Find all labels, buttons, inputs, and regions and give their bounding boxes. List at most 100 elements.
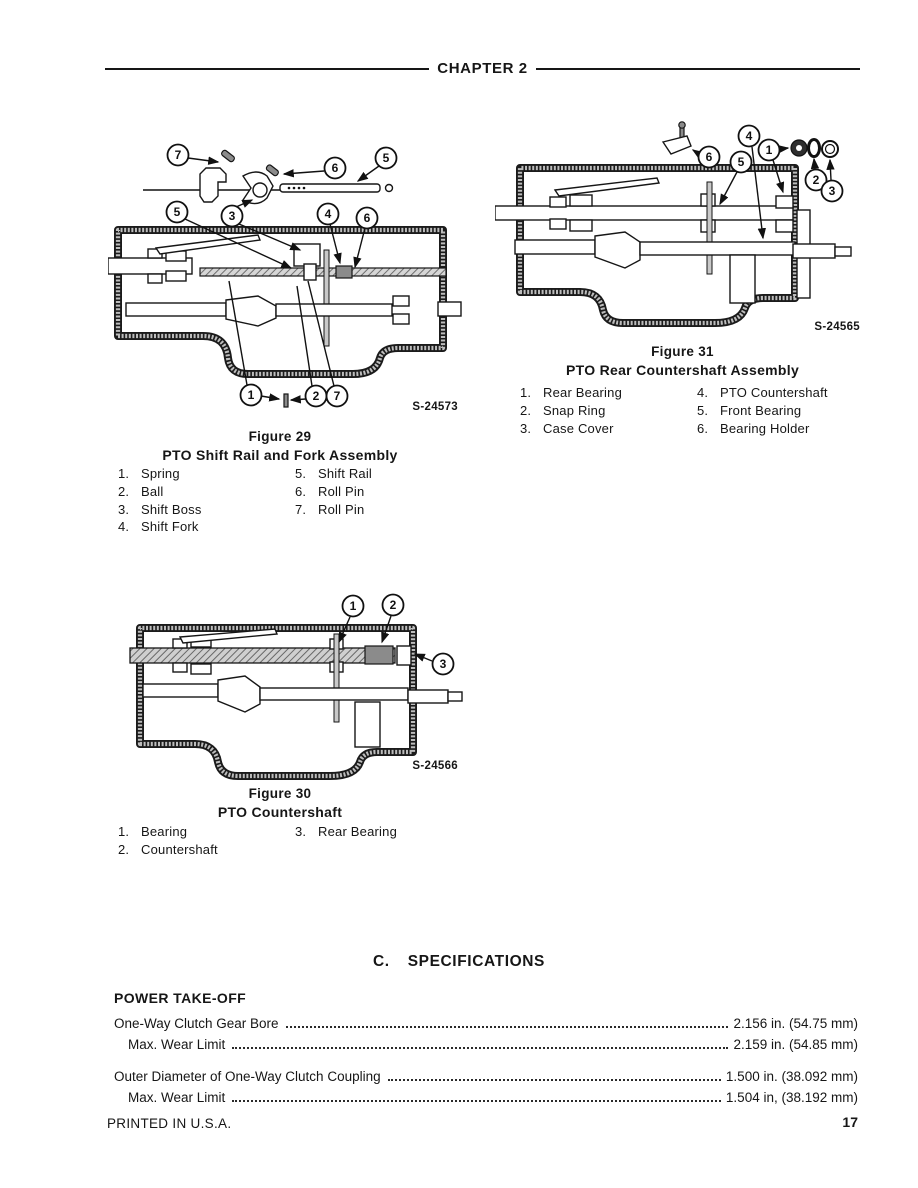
legend-item-number: 5. bbox=[295, 466, 307, 481]
figure-31-subtitle: PTO Rear Countershaft Assembly bbox=[565, 362, 800, 378]
legend-item: 5.Shift Rail bbox=[295, 466, 372, 484]
spec-value: 1.500 in. (38.092 mm) bbox=[725, 1069, 858, 1084]
legend-item: 6.Roll Pin bbox=[295, 484, 372, 502]
legend-item-label: Bearing Holder bbox=[720, 420, 810, 436]
gear-block bbox=[729, 254, 756, 304]
spec-leader bbox=[387, 1079, 721, 1081]
fork-hub bbox=[252, 182, 268, 198]
callout-number: 7 bbox=[175, 148, 182, 162]
legend-item: 4.PTO Countershaft bbox=[697, 385, 828, 403]
lever-arm bbox=[154, 234, 261, 255]
legend-item-label: Ball bbox=[141, 483, 164, 499]
output-shaft bbox=[437, 301, 462, 317]
legend-item-number: 1. bbox=[520, 385, 532, 400]
specifications-rows: One-Way Clutch Gear Bore 2.156 in. (54.7… bbox=[114, 1016, 858, 1111]
figure-31-leaders bbox=[691, 145, 835, 240]
legend-item-number: 6. bbox=[697, 420, 709, 436]
gear-case bbox=[129, 624, 463, 780]
legend-item-number: 5. bbox=[697, 402, 709, 418]
figure-31-caption: Figure 31 PTO Rear Countershaft Assembly bbox=[520, 344, 845, 378]
shift-rail bbox=[279, 183, 381, 193]
spec-label: Outer Diameter of One-Way Clutch Couplin… bbox=[114, 1069, 381, 1084]
bearing-holder-clamp bbox=[661, 135, 692, 155]
callout-circle: 6 bbox=[323, 156, 347, 180]
exploded-parts bbox=[661, 121, 839, 158]
legend-item: 5. Front Bearing bbox=[697, 403, 828, 421]
gear-shaft-vertical bbox=[706, 181, 713, 275]
spec-value: 2.159 in. (54.85 mm) bbox=[733, 1037, 858, 1052]
roll-pin-6 bbox=[265, 164, 279, 177]
legend-item-label: Front Bearing bbox=[720, 402, 802, 418]
legend-item-number: 2. bbox=[118, 841, 130, 857]
callout-number: 2 bbox=[390, 598, 397, 612]
spec-row: Max. Wear Limit 1.504 in, (38.192 mm) bbox=[114, 1090, 858, 1111]
callout-circle: 1 bbox=[757, 138, 781, 162]
legend-item-number: 4. bbox=[118, 519, 130, 535]
legend-item-label: Rear Bearing bbox=[318, 824, 397, 839]
spec-label: One-Way Clutch Gear Bore bbox=[114, 1016, 279, 1031]
figure-29-caption: Figure 29 PTO Shift Rail and Fork Assemb… bbox=[115, 429, 445, 463]
figure-30-callouts: 1 2 3 bbox=[341, 593, 455, 676]
figure-30-title: Figure 30 bbox=[248, 786, 312, 801]
figure-29-title: Figure 29 bbox=[248, 429, 312, 444]
callout-circle: 2 bbox=[381, 593, 405, 617]
figure-30-subtitle: PTO Countershaft bbox=[217, 804, 343, 820]
legend-item: 2.Snap Ring bbox=[520, 403, 697, 421]
legend-item: 4.Shift Fork bbox=[118, 519, 295, 537]
legend-item: 1.Rear Bearing bbox=[520, 385, 697, 403]
callout-circle: 6 bbox=[697, 145, 721, 169]
spec-label: Max. Wear Limit bbox=[128, 1090, 226, 1105]
legend-item-number: 6. bbox=[295, 483, 307, 499]
spec-leader bbox=[232, 1047, 729, 1049]
callout-number: 5 bbox=[174, 205, 181, 219]
callout-number: 2 bbox=[813, 173, 820, 187]
figure-31-drawing: 6 5 4 1 2 3 bbox=[495, 121, 852, 327]
detent-ball bbox=[384, 183, 394, 193]
legend-item-label: Roll Pin bbox=[318, 501, 365, 517]
gear-shaft-vertical bbox=[323, 249, 330, 347]
figure-31-ref: S-24565 bbox=[814, 321, 860, 333]
legend-item-number: 1. bbox=[118, 466, 130, 481]
callout-circle: 1 bbox=[239, 383, 263, 407]
detent-pin bbox=[283, 393, 289, 408]
figure-30-caption: Figure 30 PTO Countershaft bbox=[115, 786, 445, 820]
legend-item: 2.Countershaft bbox=[118, 842, 295, 860]
shift-rail-installed bbox=[199, 267, 447, 277]
callout-circle: 5 bbox=[165, 200, 189, 224]
callout-number: 5 bbox=[383, 151, 390, 165]
legend-item: 2.Ball bbox=[118, 484, 295, 502]
legend-item-number: 3. bbox=[118, 501, 130, 517]
callout-circle: 1 bbox=[341, 594, 365, 618]
figure-29-drawing: 7 6 5 5 3 4 6 1 2 7 bbox=[108, 143, 462, 408]
figure-30-leaders bbox=[338, 615, 433, 662]
callout-number: 2 bbox=[313, 389, 320, 403]
pto-countershaft bbox=[639, 241, 796, 256]
callout-number: 6 bbox=[364, 211, 371, 225]
callout-number: 4 bbox=[746, 129, 753, 143]
callout-number: 7 bbox=[334, 389, 341, 403]
legend-item: 6. Bearing Holder bbox=[697, 421, 828, 439]
legend-item-number: 2. bbox=[520, 402, 532, 418]
callout-number: 1 bbox=[350, 599, 357, 613]
callout-number: 4 bbox=[325, 207, 332, 221]
legend-item-number: 3. bbox=[295, 824, 307, 839]
figure-30-drawing: 1 2 3 bbox=[129, 593, 463, 780]
spec-leader bbox=[232, 1100, 721, 1102]
chapter-header: CHAPTER 2 bbox=[105, 60, 861, 77]
output-shaft-tip bbox=[447, 691, 463, 702]
legend-item-number: 7. bbox=[295, 501, 307, 517]
legend-item: 3.Shift Boss bbox=[118, 502, 295, 520]
figure-31-title: Figure 31 bbox=[651, 344, 714, 359]
rear-bearing bbox=[775, 195, 794, 209]
spec-value: 1.504 in, (38.192 mm) bbox=[725, 1090, 858, 1105]
legend-item-label: Bearing bbox=[141, 824, 188, 839]
callout-circle: 2 bbox=[304, 384, 328, 408]
exploded-parts bbox=[143, 149, 394, 205]
callout-circle: 7 bbox=[325, 384, 349, 408]
boss-block bbox=[293, 243, 321, 267]
legend-item-number: 3. bbox=[520, 420, 532, 436]
spec-leader bbox=[285, 1026, 729, 1028]
callout-circle: 3 bbox=[220, 204, 244, 228]
roll-pin-7 bbox=[221, 149, 235, 163]
gear-block bbox=[354, 701, 381, 748]
